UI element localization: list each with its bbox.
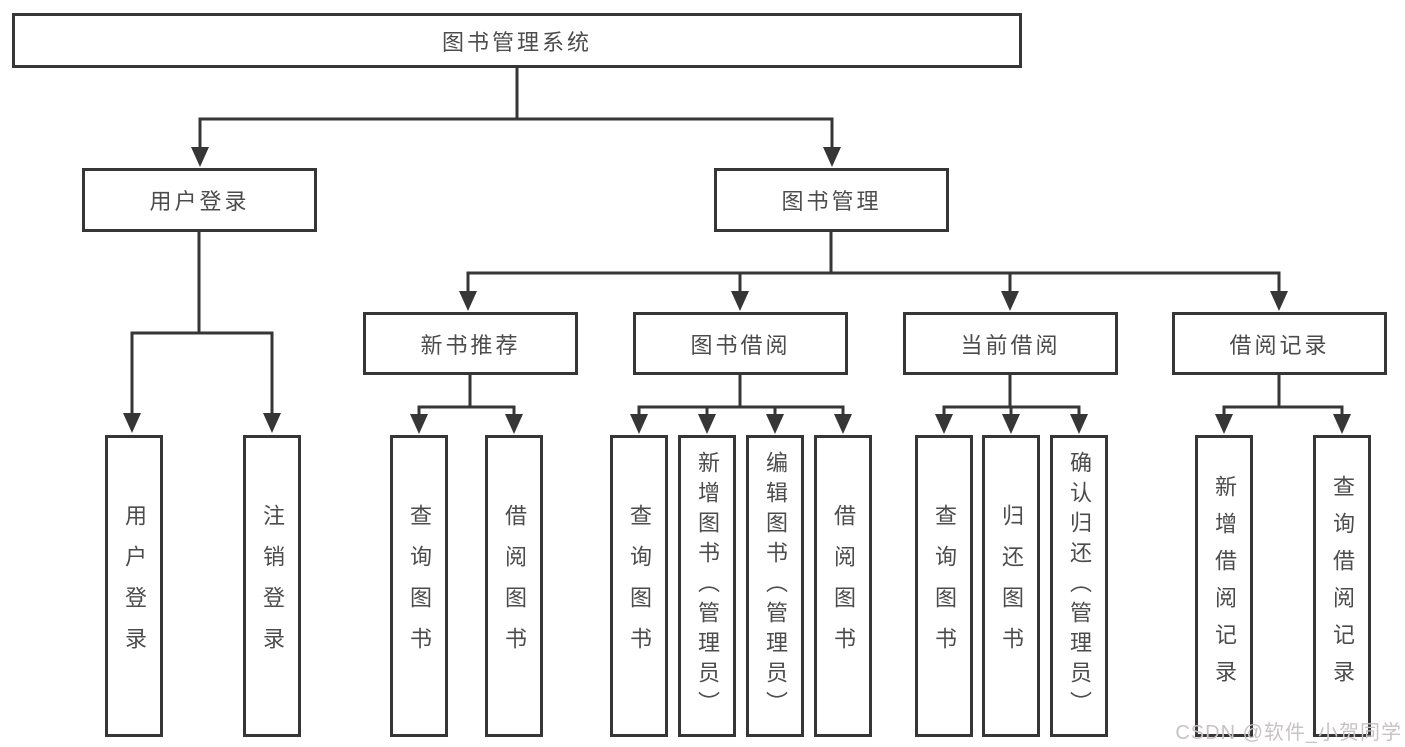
leaf-logout: 注销登录: [243, 435, 301, 737]
node-label: 借阅图书: [831, 504, 856, 668]
node-book-borrow: 图书借阅: [633, 312, 848, 375]
connector-borrow-records-children: [1215, 372, 1351, 434]
leaf-user-login: 用户登录: [105, 435, 163, 737]
node-label: 归还图书: [999, 504, 1024, 668]
node-label: 图书管理系统: [441, 29, 592, 55]
node-label: 编辑图书（管理员）: [763, 451, 788, 721]
connector-current-borrow-children: [935, 372, 1088, 434]
node-current-borrow: 当前借阅: [903, 312, 1118, 375]
node-label: 新书推荐: [420, 332, 521, 358]
leaf-borrow-borrow-books: 借阅图书: [814, 435, 872, 737]
node-label: 图书管理: [781, 189, 882, 214]
leaf-newbook-query-books: 查询图书: [390, 435, 448, 737]
connector-book-borrow-children: [630, 372, 852, 434]
node-root: 图书管理系统: [12, 13, 1022, 68]
leaf-borrow-query-books: 查询图书: [610, 435, 668, 737]
leaf-borrow-edit-books-admin: 编辑图书（管理员）: [746, 435, 804, 737]
node-label: 用户登录: [149, 189, 250, 214]
connector-root-to-level1: [191, 66, 841, 167]
node-label: 当前借阅: [960, 332, 1061, 358]
node-book-management: 图书管理: [714, 168, 949, 232]
node-label: 新增图书（管理员）: [695, 451, 720, 721]
node-borrow-records: 借阅记录: [1172, 312, 1387, 375]
connector-new-book-children: [410, 372, 523, 434]
leaf-records-add-record: 新增借阅记录: [1195, 435, 1253, 737]
connector-user-login-children: [123, 229, 281, 433]
node-new-book-recommend: 新书推荐: [363, 312, 578, 375]
node-user-login: 用户登录: [82, 168, 317, 232]
node-label: 借阅图书: [502, 504, 527, 668]
leaf-borrow-add-books-admin: 新增图书（管理员）: [678, 435, 736, 737]
node-label: 确认归还（管理员）: [1067, 451, 1092, 721]
watermark: CSDN @软件_小贺同学: [1175, 722, 1402, 744]
node-label: 查询图书: [932, 504, 957, 668]
node-label: 查询图书: [407, 504, 432, 668]
node-label: 注销登录: [260, 504, 285, 668]
leaf-current-return-books: 归还图书: [982, 435, 1040, 737]
leaf-current-query-books: 查询图书: [915, 435, 973, 737]
node-label: 查询图书: [627, 504, 652, 668]
node-label: 用户登录: [122, 504, 147, 668]
connector-book-management-children: [459, 229, 1288, 311]
node-label: 新增借阅记录: [1212, 475, 1237, 697]
leaf-current-confirm-return-admin: 确认归还（管理员）: [1050, 435, 1108, 737]
node-label: 借阅记录: [1229, 332, 1330, 358]
node-label: 图书借阅: [690, 332, 791, 358]
node-label: 查询借阅记录: [1330, 475, 1355, 697]
leaf-records-query-record: 查询借阅记录: [1313, 435, 1371, 737]
leaf-newbook-borrow-books: 借阅图书: [485, 435, 543, 737]
